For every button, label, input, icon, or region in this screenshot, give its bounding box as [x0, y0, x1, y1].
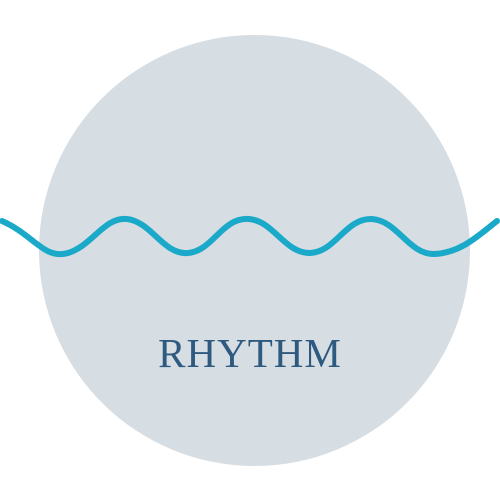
- background-circle: [39, 35, 470, 466]
- logo-wordmark: RHYTHM: [158, 330, 342, 376]
